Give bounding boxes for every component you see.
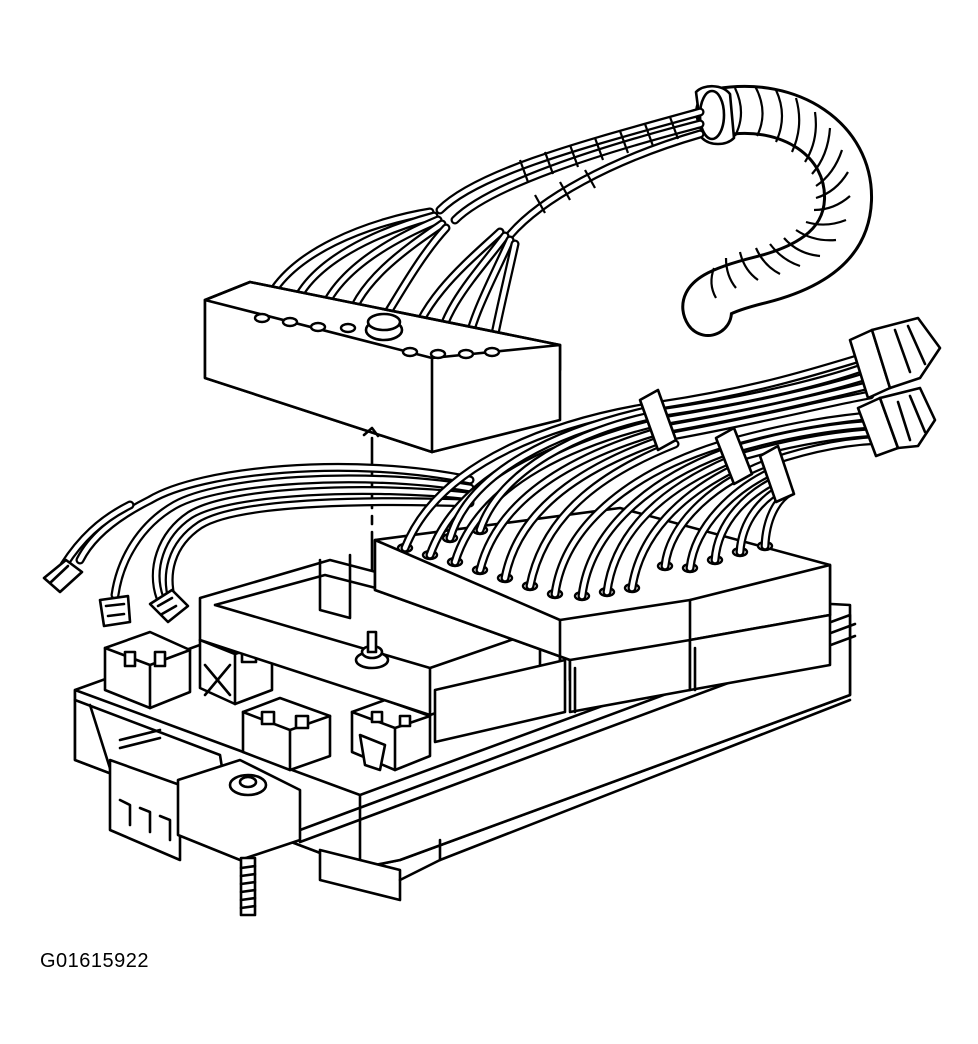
mounting-stud — [241, 858, 255, 915]
mounting-bracket — [110, 730, 300, 860]
harness-cut-ends — [872, 318, 940, 448]
top-connector-pin-holes — [255, 314, 499, 358]
corrugated-conduit — [696, 86, 850, 312]
connector-bolt-boss — [366, 314, 402, 340]
relay-socket-lower — [243, 698, 330, 770]
left-lead-wires — [64, 467, 470, 600]
harness-tie-straps — [640, 330, 898, 502]
relay-socket-left — [105, 632, 190, 708]
small-plug-connectors — [44, 560, 188, 626]
top-connector-block — [205, 282, 560, 452]
relay-socket-small — [352, 700, 430, 770]
figure-id-label: G01615922 — [40, 950, 150, 972]
